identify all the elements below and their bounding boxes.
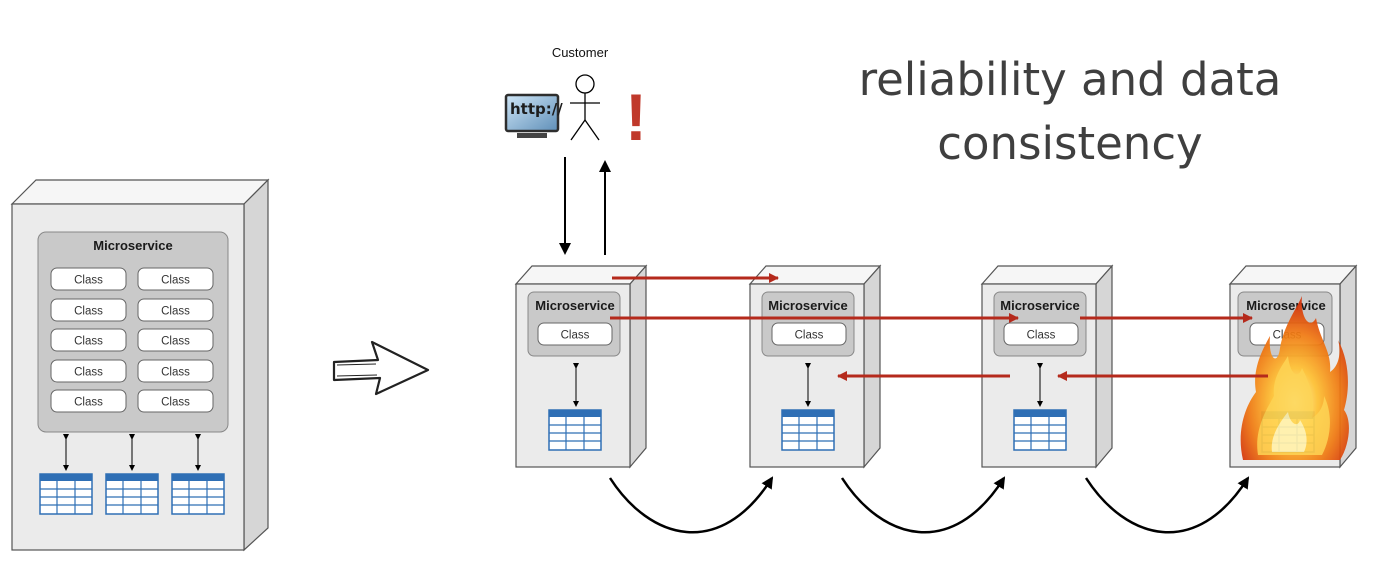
- person-icon: [570, 74, 600, 141]
- customer: Customer http:// !: [504, 45, 647, 255]
- microservice-node-4-failed: Microservice Class: [1228, 264, 1358, 469]
- database-table-icon: [1013, 409, 1067, 451]
- class-label: Class: [74, 367, 103, 379]
- node-title: Microservice: [1000, 298, 1080, 313]
- node-class-label: Class: [795, 330, 824, 342]
- sequence-arrow: [1084, 476, 1250, 534]
- monolith-server: Microservice Class Class Class Class Cla…: [10, 178, 270, 552]
- node-class-label: Class: [561, 330, 590, 342]
- microservice-node-2: Microservice Class: [748, 264, 882, 469]
- fire-icon: [1240, 296, 1349, 460]
- class-label: Class: [161, 397, 190, 409]
- sequence-arrows: [608, 476, 1250, 534]
- microservice-node-1: Microservice Class: [514, 264, 648, 469]
- monolith-db-links: [63, 434, 201, 471]
- alert-icon: !: [625, 80, 647, 154]
- browser-url-text: http://: [510, 100, 563, 118]
- database-table-icon: [781, 409, 835, 451]
- database-table-icon: [39, 473, 93, 515]
- node-class-label: Class: [1027, 330, 1056, 342]
- node-title: Microservice: [768, 298, 848, 313]
- database-table-icon: [171, 473, 225, 515]
- headline-line-2: consistency: [937, 117, 1203, 170]
- class-label: Class: [161, 367, 190, 379]
- node-title: Microservice: [535, 298, 615, 313]
- class-label: Class: [74, 336, 103, 348]
- service-call-arrows: [610, 273, 1268, 381]
- microservice-node-3: Microservice Class: [980, 264, 1114, 469]
- customer-label: Customer: [552, 45, 609, 60]
- browser-monitor-icon: http://: [504, 93, 563, 138]
- node-title: Microservice: [1246, 298, 1326, 313]
- sequence-arrow: [840, 476, 1006, 534]
- headline-line-1: reliability and data: [858, 53, 1282, 106]
- class-label: Class: [161, 306, 190, 318]
- database-table-icon: [548, 409, 602, 451]
- class-label: Class: [74, 397, 103, 409]
- arrow-right-outline-icon: [332, 340, 430, 396]
- class-label: Class: [74, 306, 103, 318]
- monolith-title: Microservice: [93, 238, 173, 253]
- database-table-icon: [105, 473, 159, 515]
- monolith-class-grid: Class Class Class Class Class Class Clas…: [50, 267, 214, 413]
- class-label: Class: [161, 336, 190, 348]
- class-label: Class: [161, 275, 190, 287]
- sequence-arrow: [608, 476, 774, 534]
- class-label: Class: [74, 275, 103, 287]
- headline: reliability and data consistency: [820, 48, 1320, 176]
